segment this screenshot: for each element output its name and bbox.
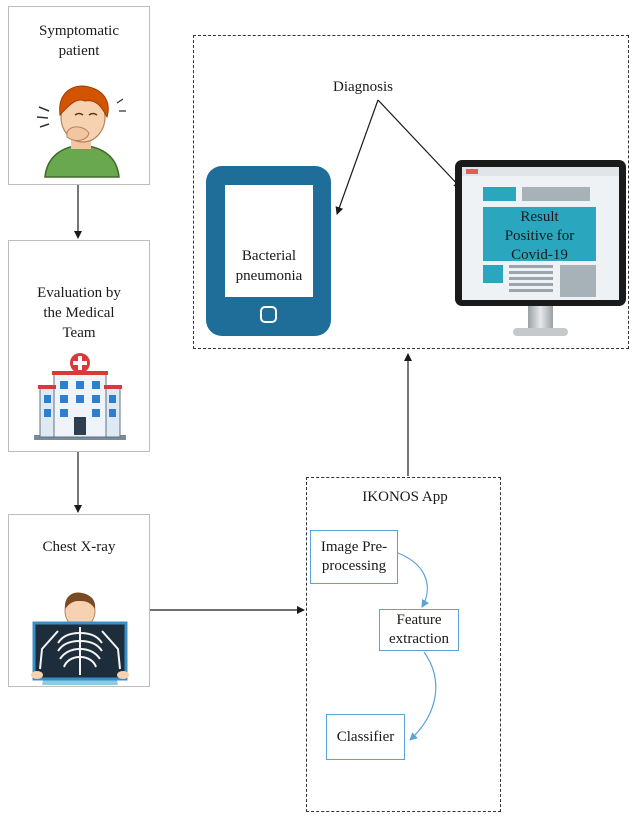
tablet-home-button	[260, 306, 277, 323]
tablet-screen	[225, 185, 313, 297]
diagnosis-panel	[193, 35, 629, 349]
monitor-screen	[462, 167, 619, 300]
flow-feature-to-classifier	[409, 651, 437, 741]
step-feature-extraction: Feature extraction	[379, 609, 459, 651]
screen-toolbar	[462, 167, 619, 176]
monitor-base	[513, 328, 568, 336]
monitor-device: Result Positive for Covid-19	[453, 160, 628, 342]
screen-side-block	[560, 265, 596, 297]
patient-box: Symptomatic patient	[8, 6, 150, 185]
screen-result-panel	[483, 207, 596, 261]
monitor-stand	[528, 306, 553, 330]
arrow-diagnosis-to-monitor	[377, 99, 462, 189]
step-image-preprocessing: Image Pre- processing	[310, 530, 398, 584]
ikonos-app-panel	[306, 477, 501, 812]
step-classifier: Classifier	[326, 714, 405, 760]
tablet-result-text: Bacterial pneumonia	[235, 248, 303, 284]
hospital-building-icon	[34, 353, 126, 440]
ikonos-app-title: IKONOS App	[362, 489, 448, 505]
screen-lines	[509, 265, 553, 295]
screen-tab-red	[466, 169, 478, 174]
evaluation-box: Evaluation by the Medical Team	[8, 240, 150, 452]
diagnosis-label: Diagnosis	[333, 79, 393, 95]
screen-header-gray	[522, 187, 590, 201]
flow-preprocessing-to-feature	[397, 552, 429, 608]
monitor-result-text: Result Positive for Covid-19	[504, 209, 575, 263]
arrow-diagnosis-to-tablet	[335, 99, 379, 215]
xray-box: Chest X-ray	[8, 514, 150, 687]
evaluation-label: Evaluation by the Medical Team	[37, 285, 121, 341]
tablet-device: Bacterial pneumonia	[206, 166, 331, 336]
screen-thumb	[483, 265, 503, 283]
xray-patient-icon	[31, 592, 129, 685]
screen-header-block	[483, 187, 516, 201]
patient-label: Symptomatic patient	[39, 23, 119, 59]
xray-label: Chest X-ray	[42, 539, 116, 555]
coughing-person-icon	[36, 85, 126, 178]
